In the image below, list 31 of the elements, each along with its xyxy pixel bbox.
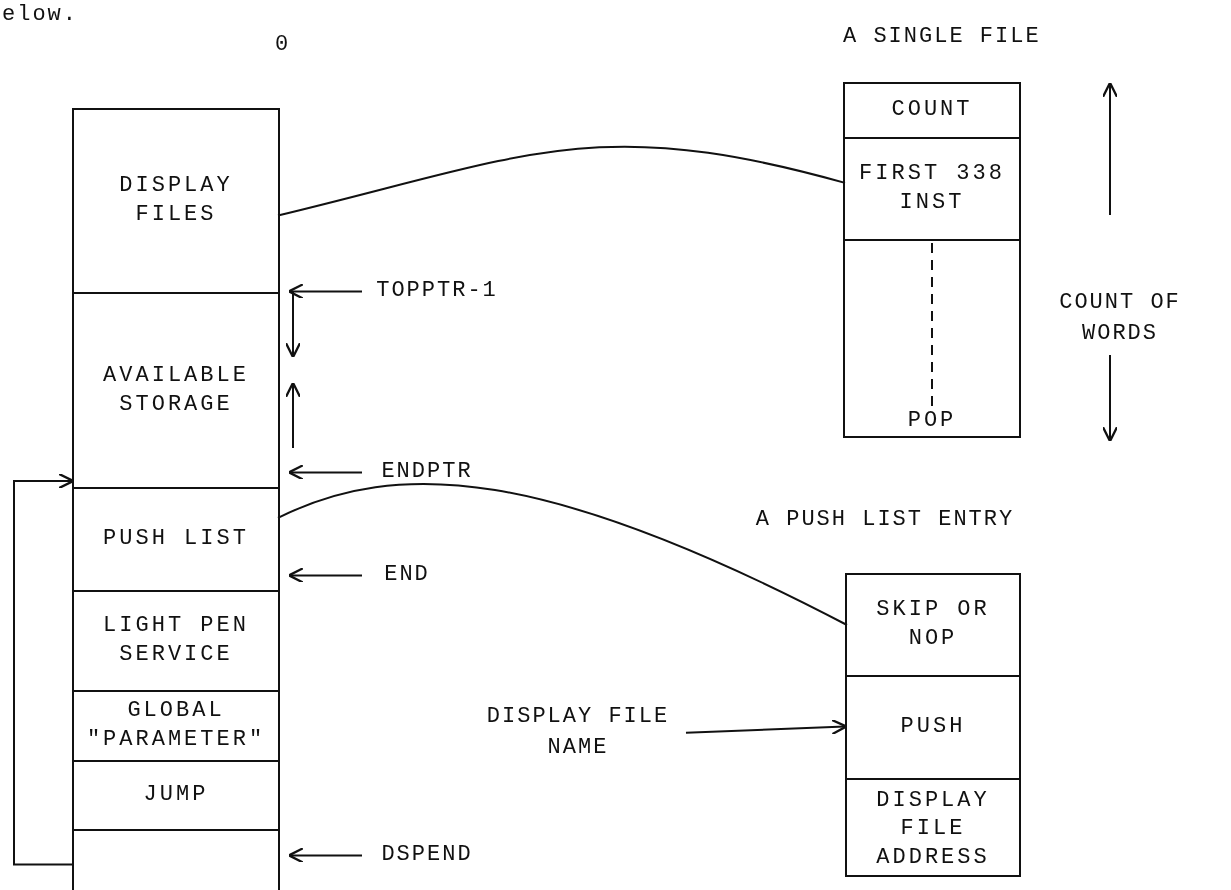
table-cell: POP — [845, 239, 1019, 440]
table-cell: SKIP OR NOP — [847, 575, 1019, 675]
connector-curve — [277, 145, 846, 217]
table-cell: COUNT — [845, 84, 1019, 137]
memory-region: DISPLAY FILES — [74, 110, 278, 292]
arrow — [287, 567, 363, 584]
pointer-label: TOPPTR-1 — [372, 276, 502, 307]
pointer-label: DSPEND — [372, 840, 482, 871]
address-label: 0 — [275, 31, 292, 59]
memory-region: GLOBAL "PARAMETER" — [74, 690, 278, 760]
arrow — [287, 847, 363, 864]
table-cell: DISPLAY FILE ADDRESS — [847, 778, 1019, 879]
arrow — [287, 283, 363, 300]
arrow — [287, 464, 363, 481]
table-heading: A SINGLE FILE — [843, 23, 1042, 51]
arrow — [685, 718, 848, 736]
pointer-label: END — [372, 560, 442, 591]
table-heading: A PUSH LIST ENTRY — [754, 506, 1016, 534]
dimension-label: COUNT OF WORDS — [1058, 289, 1182, 348]
arrow — [13, 472, 75, 866]
memory-column — [72, 108, 280, 890]
connector-curve — [277, 483, 848, 626]
memory-region: JUMP — [74, 760, 278, 829]
table-cell: FIRST 338 INST — [845, 137, 1019, 239]
memory-region: PUSH LIST — [74, 487, 278, 590]
text-fragment: elow. — [2, 1, 79, 29]
table-cell: PUSH — [847, 675, 1019, 778]
annotation-text: DISPLAY FILE NAME — [478, 702, 678, 764]
memory-region: LIGHT PEN SERVICE — [74, 590, 278, 690]
pointer-label: ENDPTR — [372, 457, 482, 488]
memory-region: AVAILABLE STORAGE — [74, 292, 278, 487]
